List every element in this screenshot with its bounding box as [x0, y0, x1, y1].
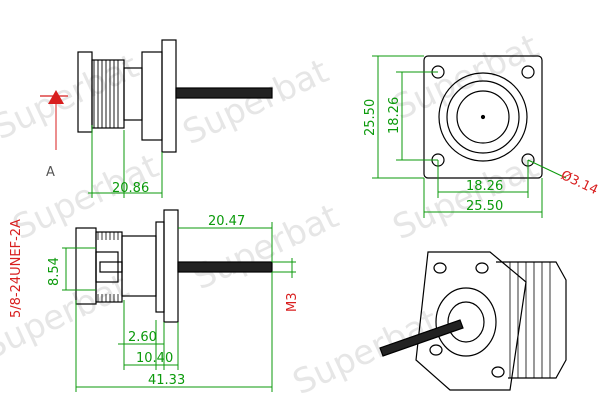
- watermark-text: Superbat: [0, 46, 145, 148]
- isometric-view: [379, 251, 567, 391]
- flange-plate: [161, 39, 177, 153]
- watermark-text: Superbat: [387, 146, 545, 248]
- middle-ring: [446, 80, 520, 154]
- watermark-text: Superbat: [7, 146, 165, 248]
- iso-hole: [491, 366, 505, 378]
- section-view: [75, 209, 273, 323]
- dim-text: 41.33: [148, 373, 185, 388]
- dim-text: 2.60: [128, 330, 157, 345]
- section-label: A: [46, 165, 55, 180]
- watermark-text: Superbat: [387, 26, 545, 128]
- inner-ring: [456, 90, 510, 144]
- iso-pin: [379, 319, 464, 357]
- iso-face-ring: [435, 287, 497, 357]
- screw-spec: M3: [285, 293, 300, 313]
- hole-spec: Ø3.14: [558, 168, 600, 198]
- outer-ring: [438, 72, 528, 162]
- iso-hole: [433, 262, 447, 274]
- dim-text: 18.26: [387, 97, 402, 134]
- center-pin-threaded: [175, 87, 273, 99]
- center-contact: [480, 114, 486, 120]
- pin-section: [177, 261, 273, 273]
- iso-threaded-body: [496, 261, 567, 379]
- dim-text: 8.54: [47, 257, 62, 286]
- thread-spec: 5/8-24UNEF-2A: [9, 219, 24, 318]
- dim-text: 18.26: [466, 179, 503, 194]
- iso-hole: [475, 262, 489, 274]
- flange-back: [155, 221, 165, 313]
- watermark-text: Superbat: [187, 196, 345, 298]
- dim-text: 20.86: [112, 181, 149, 196]
- insulator: [95, 251, 119, 283]
- dim-text: 25.50: [466, 199, 503, 214]
- flange-square: [423, 55, 543, 179]
- dim-text: 10.40: [136, 351, 173, 366]
- dim-20-86: [88, 125, 163, 198]
- dims-front-view: [372, 55, 567, 218]
- section-marker: A: [40, 90, 68, 180]
- flange-side: [141, 51, 163, 141]
- dim-text: 20.47: [208, 214, 245, 229]
- iso-flange: [415, 251, 527, 391]
- dim-text: 25.50: [363, 99, 378, 136]
- iso-hole: [429, 344, 443, 356]
- flange-plate-section: [163, 209, 179, 323]
- side-view-top: [77, 39, 273, 153]
- iso-inner-ring: [447, 301, 485, 343]
- mounting-hole: [521, 65, 535, 79]
- dims-section-view: [62, 222, 296, 392]
- watermark-text: Superbat: [177, 51, 335, 153]
